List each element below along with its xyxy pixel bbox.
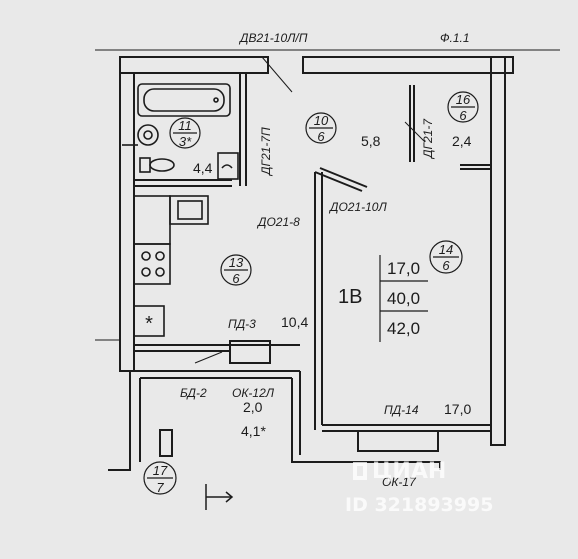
bathtub: [137, 83, 231, 117]
balcony-area-coef: 4,1*: [241, 423, 266, 439]
room-window-door-label: ПД-14: [384, 403, 419, 417]
balcony-room-sub: 7: [156, 480, 164, 495]
washing-machine: [217, 152, 239, 180]
leader-lines: [95, 49, 560, 341]
section-marker: [205, 484, 234, 510]
hall-door-label: ДГ21-7: [421, 118, 435, 160]
room-marker-hall: [305, 112, 337, 144]
living-window-frame: [357, 430, 439, 452]
closet-area: 2,4: [452, 133, 472, 149]
area-summary: [379, 255, 428, 342]
hall-room-sub: 6: [317, 129, 325, 144]
closet-room-number: 16: [456, 92, 471, 107]
sink: [122, 124, 159, 146]
room-marker-kitchen: [220, 254, 252, 286]
stove-mark: *: [145, 313, 153, 335]
top-door-label: ДВ21-10Л/П: [238, 31, 308, 45]
hall-room-number: 10: [314, 113, 329, 128]
stove: [133, 243, 171, 337]
room-marker-living: [429, 240, 463, 274]
balcony-area: 2,0: [243, 399, 263, 415]
room-marker-bath: [169, 117, 201, 149]
top-wall-right: [302, 56, 514, 74]
balcony-door-label: БД-2: [180, 386, 207, 400]
balcony-room-number: 17: [153, 463, 168, 478]
watermark-listing-id: ID 321893995: [345, 494, 493, 516]
room-door-label: ДО21-10Л: [328, 200, 387, 214]
hall-area: 5,8: [361, 133, 381, 149]
kitchen-sink: [133, 195, 209, 245]
bath-room-number: 11: [178, 118, 192, 133]
kitchen-window-frame: [229, 340, 271, 364]
living-top-wall: [319, 167, 368, 188]
summary-living-area: 17,0: [387, 259, 420, 278]
room-window-label: ОК-17: [382, 475, 417, 489]
kitchen-room-sub: 6: [232, 271, 240, 286]
summary-total-area-full: 42,0: [387, 319, 420, 338]
top-wall-left: [119, 56, 269, 74]
cian-logo-icon: [353, 462, 367, 480]
kitchen-window-label: ПД-3: [228, 317, 256, 331]
apartment-type: 1В: [338, 286, 362, 308]
left-wall: [119, 72, 135, 372]
bath-area: 4,4: [193, 160, 213, 176]
living-room-sub: 6: [442, 258, 450, 273]
room-marker-balcony: [143, 461, 177, 495]
top-right-label: Ф.1.1: [440, 31, 470, 45]
kitchen-door-label: ДО21-8: [256, 215, 300, 229]
balcony-window-label: ОК-12Л: [232, 386, 275, 400]
living-room-number: 14: [439, 242, 453, 257]
toilet: [139, 157, 175, 173]
kitchen-room-number: 13: [229, 255, 244, 270]
bath-room-sub: 3*: [179, 134, 192, 149]
room-marker-closet: [447, 91, 479, 123]
right-wall: [490, 56, 506, 446]
walls: [119, 56, 514, 452]
watermark: ЦИАН ID 321893995: [345, 459, 493, 516]
bath-door-label: ДГ21-7П: [259, 127, 273, 177]
summary-total-area: 40,0: [387, 289, 420, 308]
kitchen-area: 10,4: [281, 314, 308, 330]
living-area-label: 17,0: [444, 401, 471, 417]
watermark-brand: ЦИАН: [372, 459, 446, 484]
closet-room-sub: 6: [459, 108, 467, 123]
